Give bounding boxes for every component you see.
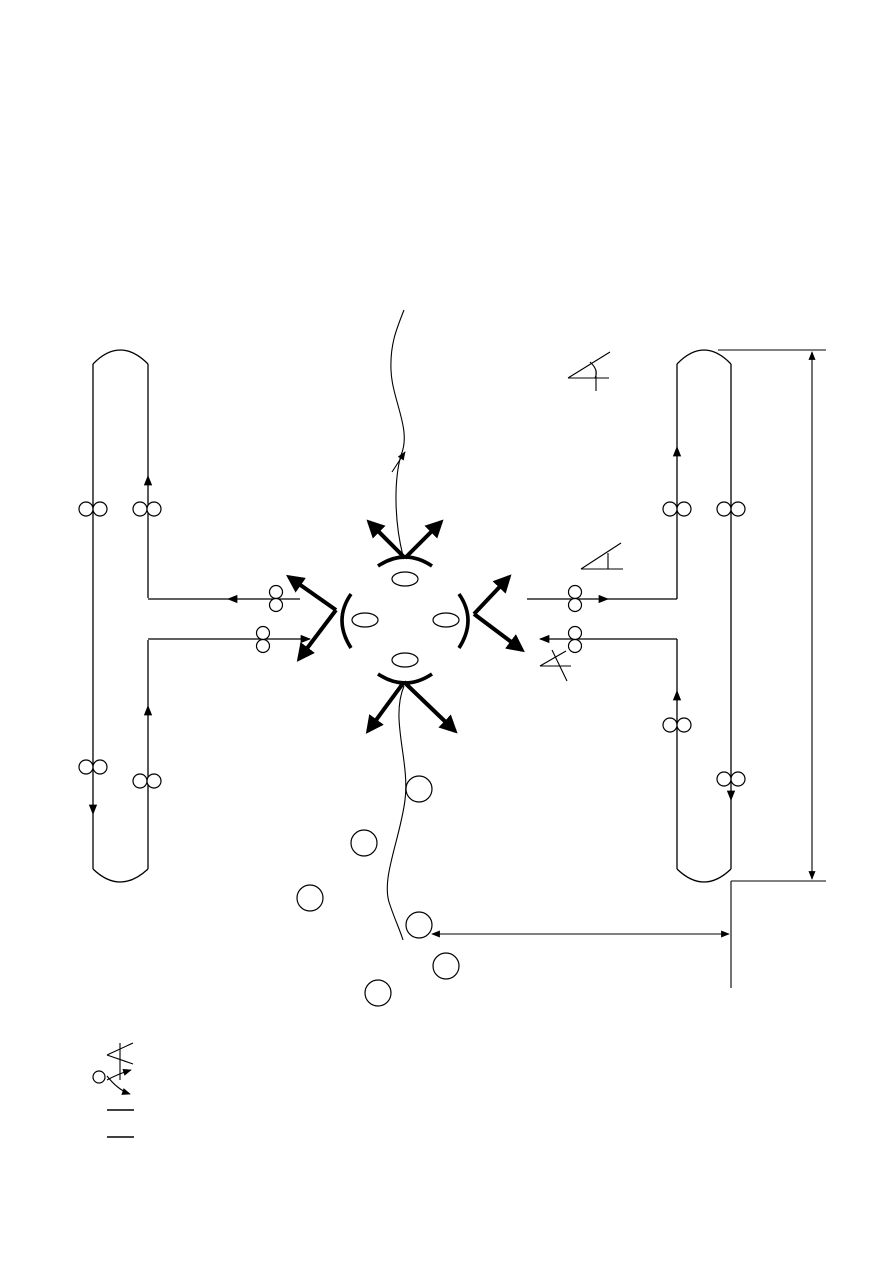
arrow-bottom-right — [402, 680, 458, 734]
vehicle-right — [432, 612, 460, 628]
pedestrian-1 — [405, 775, 433, 803]
lane-marker-right-5 — [567, 584, 583, 613]
pedestrian-group — [296, 775, 460, 1007]
wavy-path-bottom — [386, 685, 407, 941]
arrow-right-up — [472, 574, 512, 616]
lane-marker-left-5 — [268, 584, 284, 613]
pedestrian-6 — [364, 979, 392, 1007]
lane-marker-right-1 — [662, 501, 692, 517]
lane-marker-right-3 — [662, 717, 692, 733]
arrow-top-left — [366, 519, 407, 560]
wavy-path-top-arrow — [391, 451, 406, 473]
arrow-left-up — [286, 574, 338, 612]
dimension-lines — [431, 349, 826, 988]
vehicle-left — [351, 612, 379, 628]
wavy-path-top — [390, 309, 405, 557]
lane-marker-left-6 — [255, 625, 271, 654]
pedestrian-5 — [432, 952, 460, 980]
top-curb — [377, 555, 433, 568]
camera-icon-lower — [539, 649, 571, 682]
right-road — [527, 349, 746, 883]
left-curb — [340, 592, 353, 649]
legend — [92, 1042, 134, 1138]
lane-marker-left-2 — [132, 501, 162, 517]
intersection-center — [286, 519, 525, 734]
pedestrian-3 — [296, 884, 324, 912]
lane-marker-right-6 — [567, 625, 583, 654]
left-road — [78, 349, 312, 883]
vehicle-bottom — [391, 652, 419, 668]
vehicle-top — [391, 571, 419, 587]
right-curb — [457, 592, 470, 649]
lane-marker-right-2 — [716, 501, 746, 517]
arrow-right-down — [472, 612, 525, 653]
camera-icon-top — [567, 351, 611, 391]
left-road-bottom-cap — [92, 868, 149, 883]
lane-marker-right-4 — [716, 771, 746, 787]
lane-marker-left-4 — [132, 773, 162, 789]
lane-marker-left-1 — [78, 501, 108, 517]
pedestrian-2 — [350, 829, 378, 857]
right-road-bottom-cap — [676, 868, 732, 883]
pedestrian-4 — [405, 911, 433, 939]
right-road-top-cap — [676, 349, 732, 365]
arrow-top-right — [403, 519, 444, 560]
camera-icon-middle — [580, 542, 623, 570]
lane-marker-left-3 — [78, 759, 108, 775]
legend-symbol-composite — [92, 1042, 134, 1095]
arrow-bottom-left — [365, 680, 406, 734]
arrow-left-down — [296, 608, 338, 662]
left-road-top-cap — [92, 349, 149, 365]
